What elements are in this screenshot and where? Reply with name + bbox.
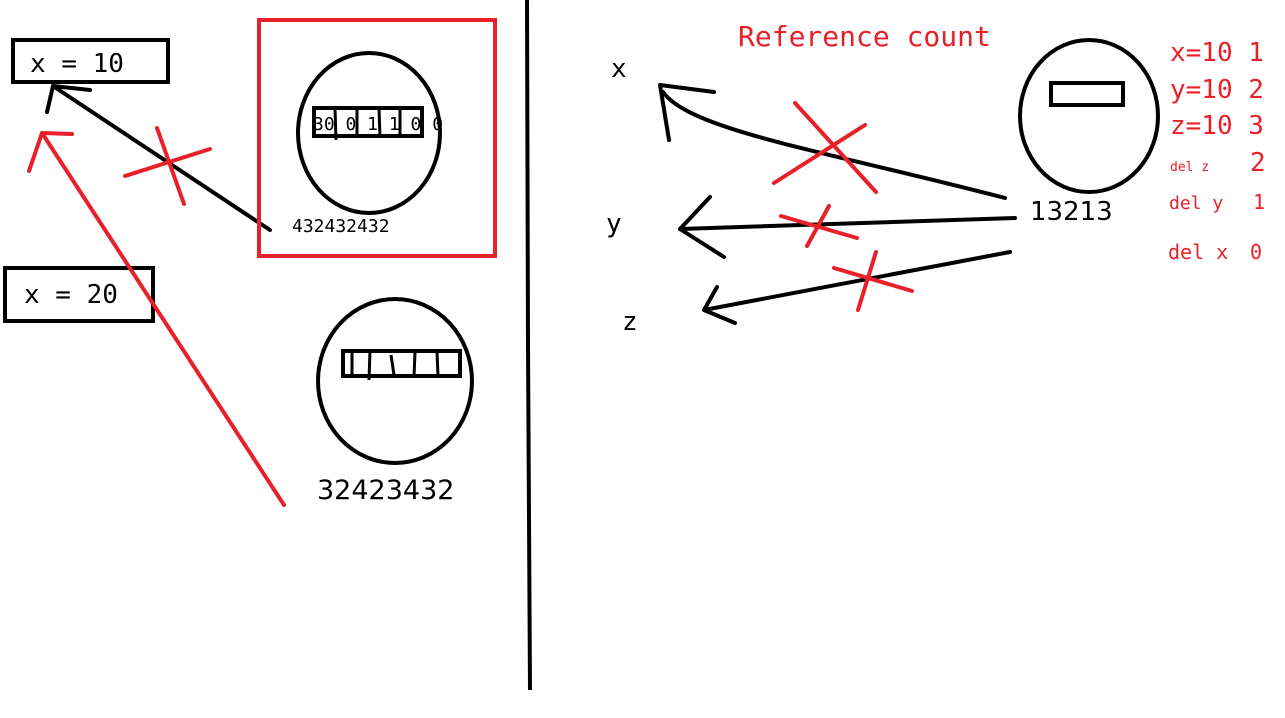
object-right-circle: [1018, 38, 1160, 194]
cross-mark-left: [123, 126, 212, 206]
reference-arrow-x10: [45, 84, 272, 232]
reference-arrow-x: [658, 83, 1007, 200]
object-bottom-circle: [316, 297, 474, 465]
object-top-cells: [312, 106, 424, 138]
reference-count-title: Reference count: [738, 20, 991, 53]
variable-label-y: y: [606, 209, 622, 239]
count-del-x-value: 0: [1250, 240, 1262, 264]
object-right-address: 13213: [1030, 197, 1113, 227]
variable-label-x: x: [611, 54, 627, 84]
object-top-cell-values: 30 0 1 1 0 0: [313, 114, 443, 135]
cross-mark-x: [772, 101, 878, 194]
reference-arrow-y: [678, 195, 1017, 259]
object-top-circle: [296, 51, 442, 215]
variable-box-x20: [3, 266, 155, 323]
object-bottom-address: 32423432: [317, 475, 454, 506]
variable-box-x20-label: x = 20: [24, 280, 118, 310]
panel-divider: [525, 0, 532, 691]
count-line-1: x=10 1: [1170, 38, 1264, 68]
count-del-y-value: 1: [1253, 190, 1265, 214]
count-del-z-label: del z: [1170, 160, 1209, 175]
variable-box-x10-label: x = 10: [30, 49, 124, 79]
variable-label-z: z: [622, 307, 638, 337]
count-line-2: y=10 2: [1170, 75, 1264, 105]
object-bottom-cells: [341, 349, 462, 378]
object-top-cell-dividers: [333, 107, 402, 141]
count-del-z-value: 2: [1250, 148, 1266, 178]
count-del-x-label: del x: [1168, 240, 1228, 264]
count-line-3: z=10 3: [1170, 111, 1264, 141]
reference-arrow-z: [702, 250, 1012, 325]
count-del-y-label: del y: [1169, 193, 1223, 214]
object-bottom-cell-dividers: [350, 350, 440, 381]
cross-mark-y: [779, 204, 859, 248]
object-right-cell: [1049, 81, 1125, 107]
cross-mark-z: [832, 250, 914, 312]
variable-box-x10: [11, 38, 170, 84]
highlight-frame: [257, 18, 497, 258]
reference-arrow-x20: [27, 131, 286, 507]
object-top-address: 432432432: [292, 216, 390, 237]
